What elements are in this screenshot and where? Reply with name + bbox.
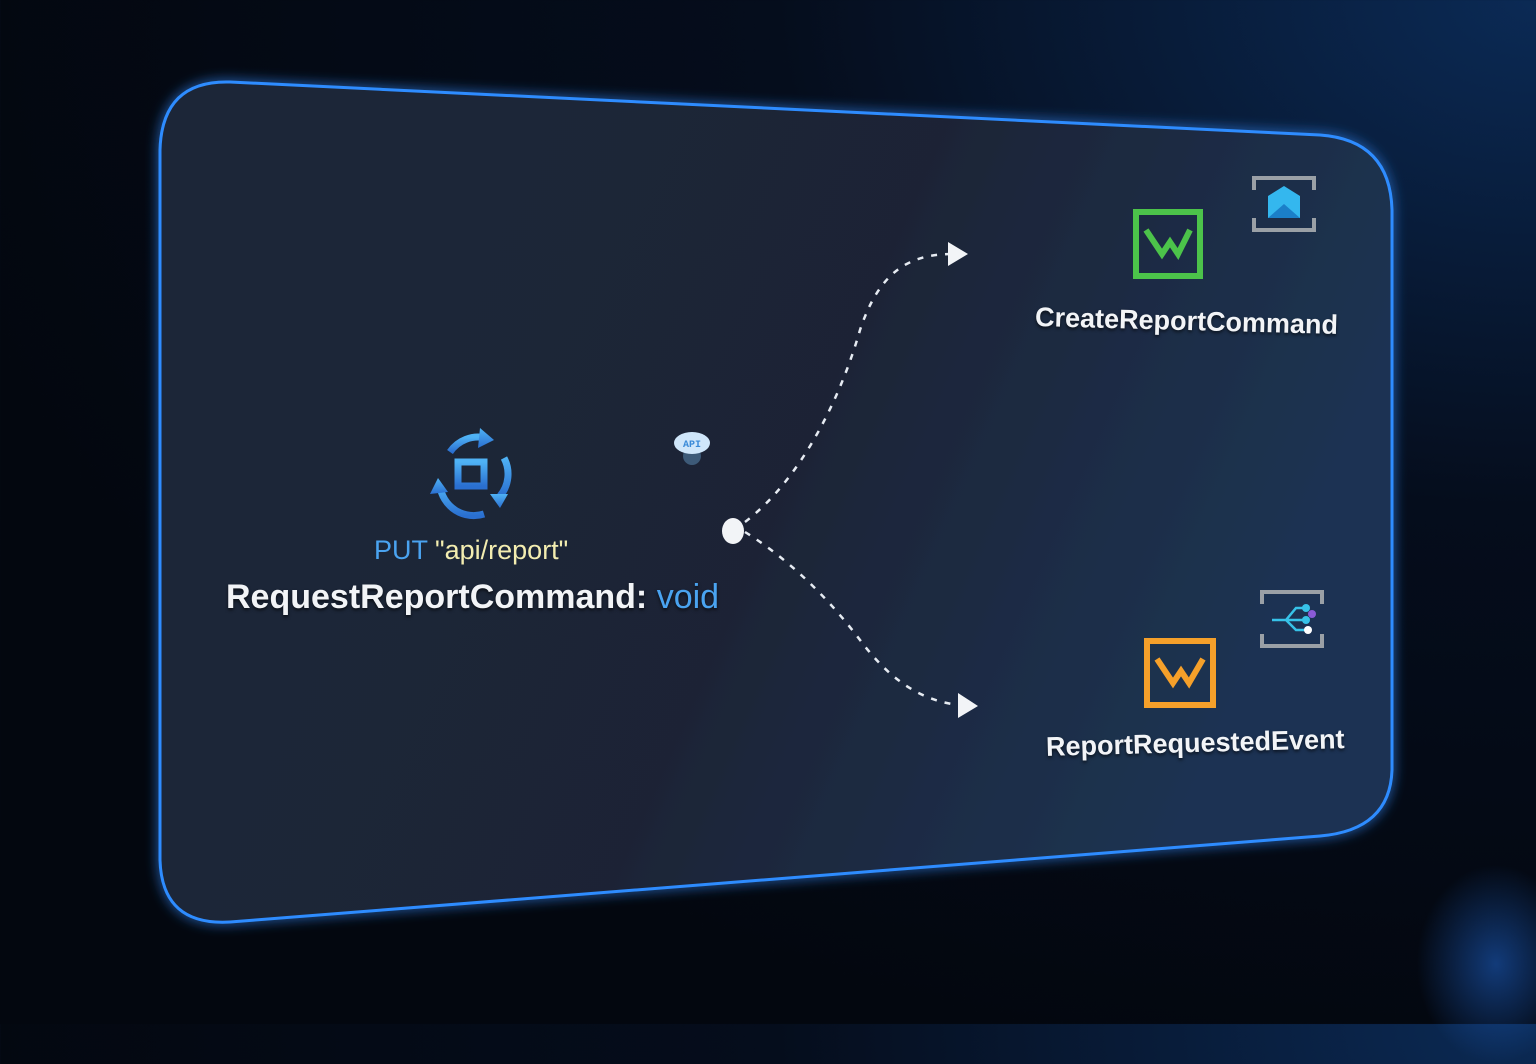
target-envelope-icon-event [1143,637,1217,709]
panel-frame [158,80,1394,924]
http-route: "api/report" [435,535,569,565]
return-type: void [656,578,720,616]
arrow-head-top [948,242,968,266]
http-method: PUT [374,535,428,565]
azure-event-grid-icon [1260,590,1324,648]
branch-node [722,518,744,544]
azure-queue-storage-icon [1252,176,1316,232]
arrow-head-bottom [958,693,978,718]
cycle-process-icon [428,424,516,520]
diagram-panel: PUT "api/report" RequestReportCommand: v… [158,80,1394,924]
svg-text:API: API [683,440,701,451]
api-cloud-gear-icon: API [672,426,712,466]
command-name: RequestReportCommand: [226,578,648,616]
command-signature: RequestReportCommand: void [226,578,719,617]
target-envelope-icon-create [1132,208,1204,280]
http-endpoint: PUT "api/report" [374,535,568,566]
